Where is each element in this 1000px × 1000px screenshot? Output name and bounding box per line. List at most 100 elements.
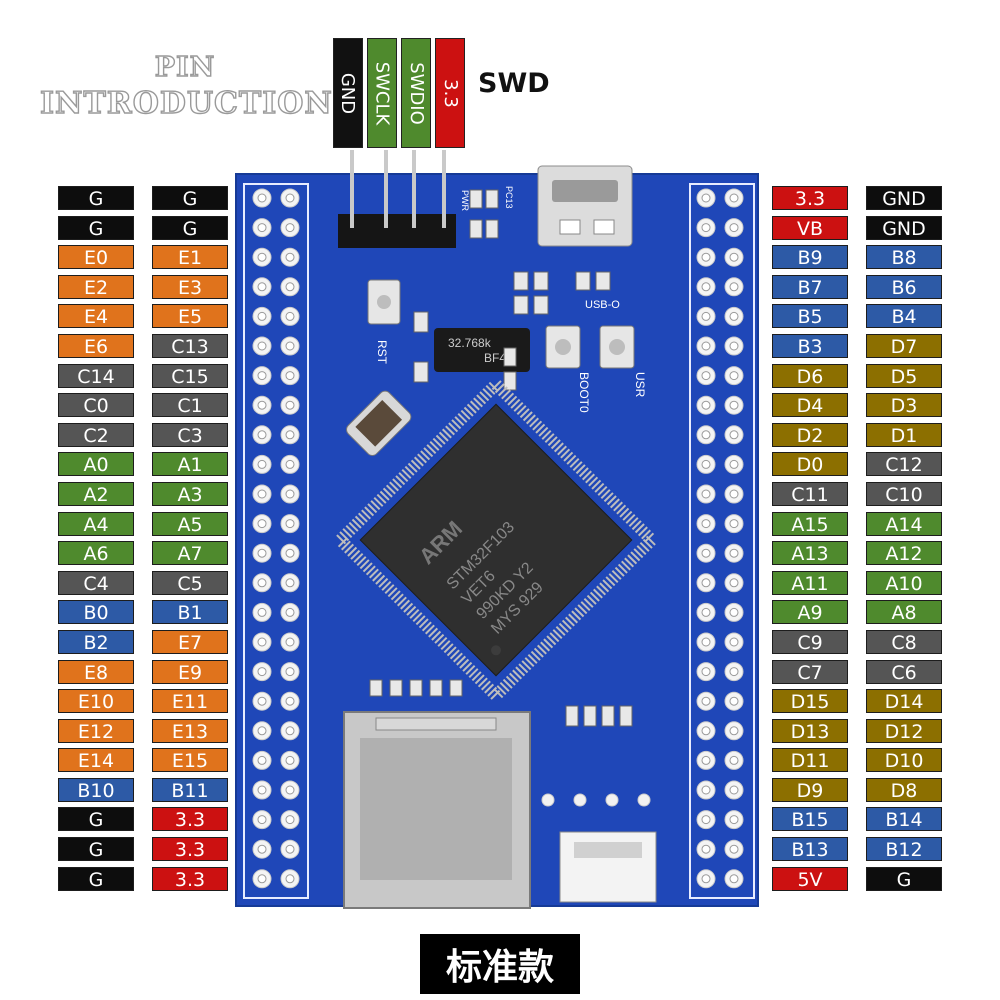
header-hole-center: [257, 459, 267, 469]
pin-label: D0: [772, 452, 848, 477]
reset-button: [367, 279, 401, 325]
header-hole-center: [257, 874, 267, 884]
pin-label: E3: [152, 274, 228, 299]
header-hole-center: [257, 548, 267, 558]
header-hole-center: [701, 430, 711, 440]
pin-label: D4: [772, 393, 848, 418]
header-hole-center: [729, 755, 739, 765]
header-hole-center: [285, 489, 295, 499]
pin-label: C7: [772, 659, 848, 684]
header-hole-center: [701, 282, 711, 292]
pin-label: 3.3: [152, 837, 228, 862]
pin-label: A0: [58, 452, 134, 477]
header-hole-center: [701, 844, 711, 854]
header-hole-center: [729, 578, 739, 588]
header-hole-center: [285, 519, 295, 529]
pin-label: A1: [152, 452, 228, 477]
pin-label: 3.3: [152, 807, 228, 832]
header-hole-center: [701, 223, 711, 233]
header-hole-center: [729, 696, 739, 706]
pin-label: B7: [772, 274, 848, 299]
header-hole-center: [701, 785, 711, 795]
header-hole-center: [257, 578, 267, 588]
header-hole-center: [285, 223, 295, 233]
pin-label: G: [866, 866, 942, 891]
mcu-chip: ARM STM32F103 VET6 990KD Y2 MYS 929: [331, 375, 661, 705]
header-hole-center: [729, 459, 739, 469]
smd-components: [369, 189, 633, 727]
pin-label: D14: [866, 689, 942, 714]
header-hole-center: [701, 489, 711, 499]
pin-label: A3: [152, 481, 228, 506]
header-hole-center: [285, 252, 295, 262]
header-hole-center: [285, 193, 295, 203]
pin-label: 3.3: [152, 866, 228, 891]
test-pads: [541, 793, 651, 807]
pin-label: E15: [152, 748, 228, 773]
pin-label: E0: [58, 245, 134, 270]
svg-text:BF4: BF4: [484, 351, 506, 365]
header-hole-center: [285, 844, 295, 854]
header-hole-center: [285, 371, 295, 381]
pin-label: G: [58, 215, 134, 240]
usr-button: [599, 325, 635, 369]
pin-label: B2: [58, 629, 134, 654]
pin-label: A9: [772, 600, 848, 625]
pin-label: D9: [772, 777, 848, 802]
header-hole-center: [285, 667, 295, 677]
header-hole-center: [729, 400, 739, 410]
svg-text:USR: USR: [633, 372, 647, 398]
pin-label: A11: [772, 570, 848, 595]
header-hole-center: [729, 637, 739, 647]
pin-label: 3.3: [772, 186, 848, 210]
pin-label: G: [152, 186, 228, 210]
header-hole-center: [729, 815, 739, 825]
title-line2: INTRODUCTION: [39, 85, 333, 121]
header-hole-center: [701, 755, 711, 765]
swd-heading: SWD: [478, 68, 550, 99]
pin-label: A15: [772, 511, 848, 536]
pin-label: G: [58, 807, 134, 832]
header-hole-center: [701, 696, 711, 706]
header-hole-center: [285, 755, 295, 765]
pin-label: A10: [866, 570, 942, 595]
header-hole-center: [285, 726, 295, 736]
header-hole-center: [257, 844, 267, 854]
header-hole-center: [701, 311, 711, 321]
left-header-outline: [243, 183, 309, 899]
pin-label: C15: [152, 363, 228, 388]
pin-label: E1: [152, 245, 228, 270]
pin-label: E13: [152, 718, 228, 743]
header-hole-center: [729, 726, 739, 736]
header-hole-center: [701, 252, 711, 262]
header-hole-center: [701, 874, 711, 884]
header-hole-center: [285, 311, 295, 321]
pin-label: B1: [152, 600, 228, 625]
header-hole-center: [285, 548, 295, 558]
header-hole-center: [257, 223, 267, 233]
pin-label: B11: [152, 777, 228, 802]
pin-label: GND: [866, 186, 942, 210]
header-hole-center: [701, 578, 711, 588]
pin-label: C3: [152, 422, 228, 447]
pin-label: D6: [772, 363, 848, 388]
pin-label: D7: [866, 333, 942, 358]
pin-label: A7: [152, 541, 228, 566]
header-hole-center: [701, 341, 711, 351]
jst-connector: [559, 831, 657, 903]
header-hole-center: [285, 459, 295, 469]
pin-label: A4: [58, 511, 134, 536]
header-hole-center: [257, 311, 267, 321]
pin-label: E5: [152, 304, 228, 329]
pin-label: B0: [58, 600, 134, 625]
swd-label-3v3: 3.3: [435, 38, 465, 148]
swd-label-gnd: GND: [333, 38, 363, 148]
pin-label: VB: [772, 215, 848, 240]
header-hole-center: [285, 874, 295, 884]
pin-label: A12: [866, 541, 942, 566]
pin-label: G: [58, 866, 134, 891]
header-hole-center: [257, 815, 267, 825]
pin-label: E4: [58, 304, 134, 329]
